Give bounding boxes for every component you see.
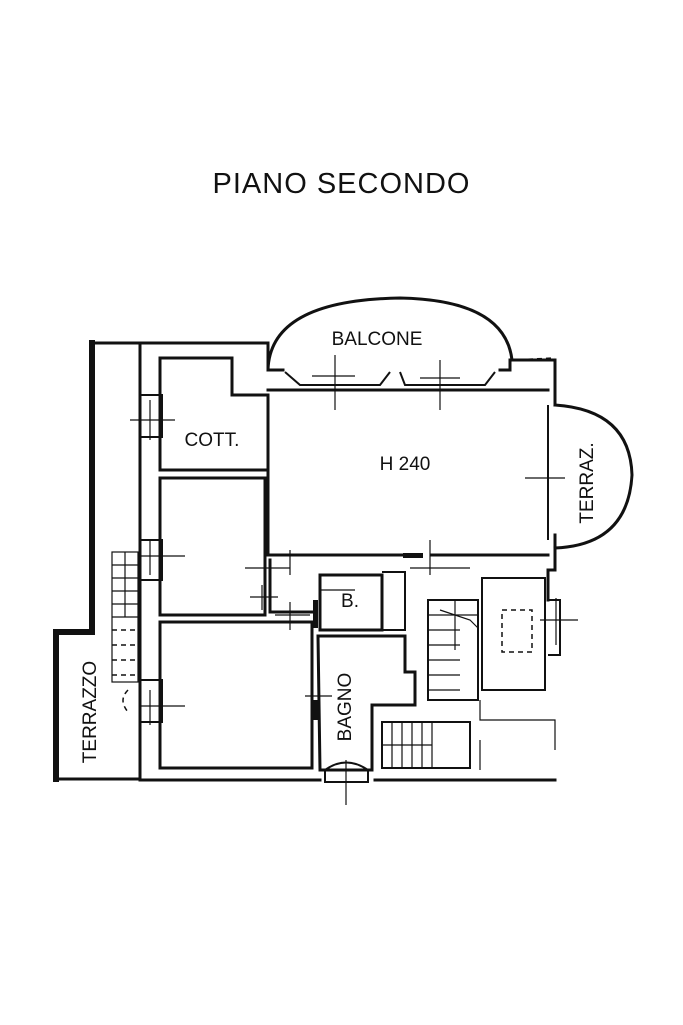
interior-walls	[158, 356, 561, 772]
balcone-outline	[266, 296, 556, 386]
plan-title: PIANO SECONDO	[212, 168, 471, 200]
outer-walls	[138, 341, 557, 782]
room-label-cottura: COTT.	[185, 430, 240, 451]
left-stair	[111, 551, 139, 713]
room-label-bagnetto: B.	[341, 591, 359, 612]
room-label-bagno: BAGNO	[335, 673, 356, 742]
room-label-terrazzino: TERRAZ.	[577, 442, 598, 523]
terrazzino-outline	[547, 403, 634, 550]
room-label-living: H 240	[380, 454, 431, 475]
cross-markers	[130, 355, 578, 805]
room-label-terrazzo: TERRAZZO	[80, 661, 101, 763]
room-label-balcone: BALCONE	[332, 329, 423, 350]
